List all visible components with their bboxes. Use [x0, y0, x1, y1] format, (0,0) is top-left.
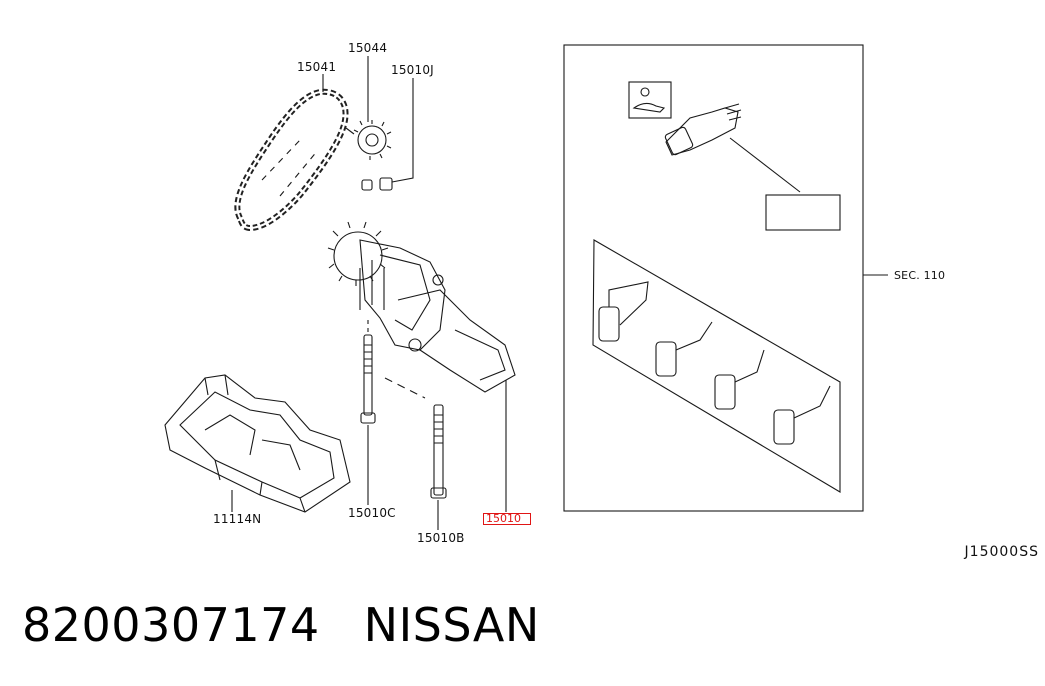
bolt-15010B — [430, 404, 447, 499]
label-15010C: 15010C — [348, 506, 396, 520]
oil-pan — [164, 374, 351, 513]
label-15041: 15041 — [297, 60, 337, 74]
bolt-15010C — [360, 334, 376, 424]
part-caption: 8200307174 NISSAN — [22, 598, 540, 652]
leader-lines — [231, 56, 507, 530]
label-15010J: 15010J — [391, 63, 434, 77]
part-number: 8200307174 — [22, 598, 320, 652]
brand-name: NISSAN — [363, 598, 540, 652]
label-11114N: 11114N — [213, 512, 262, 526]
highlighted-part-15010[interactable]: 15010 — [483, 513, 531, 525]
diagram-reference-code: J15000SS — [964, 544, 1039, 560]
timing-chain — [234, 88, 349, 232]
label-15044: 15044 — [348, 41, 388, 55]
oil-pump — [327, 221, 516, 393]
label-15010B: 15010B — [417, 531, 465, 545]
dowel-pins — [361, 177, 393, 191]
section-reference: SEC. 110 — [894, 269, 946, 282]
sprocket-15044 — [345, 120, 392, 160]
sensor-section-box — [563, 44, 888, 512]
